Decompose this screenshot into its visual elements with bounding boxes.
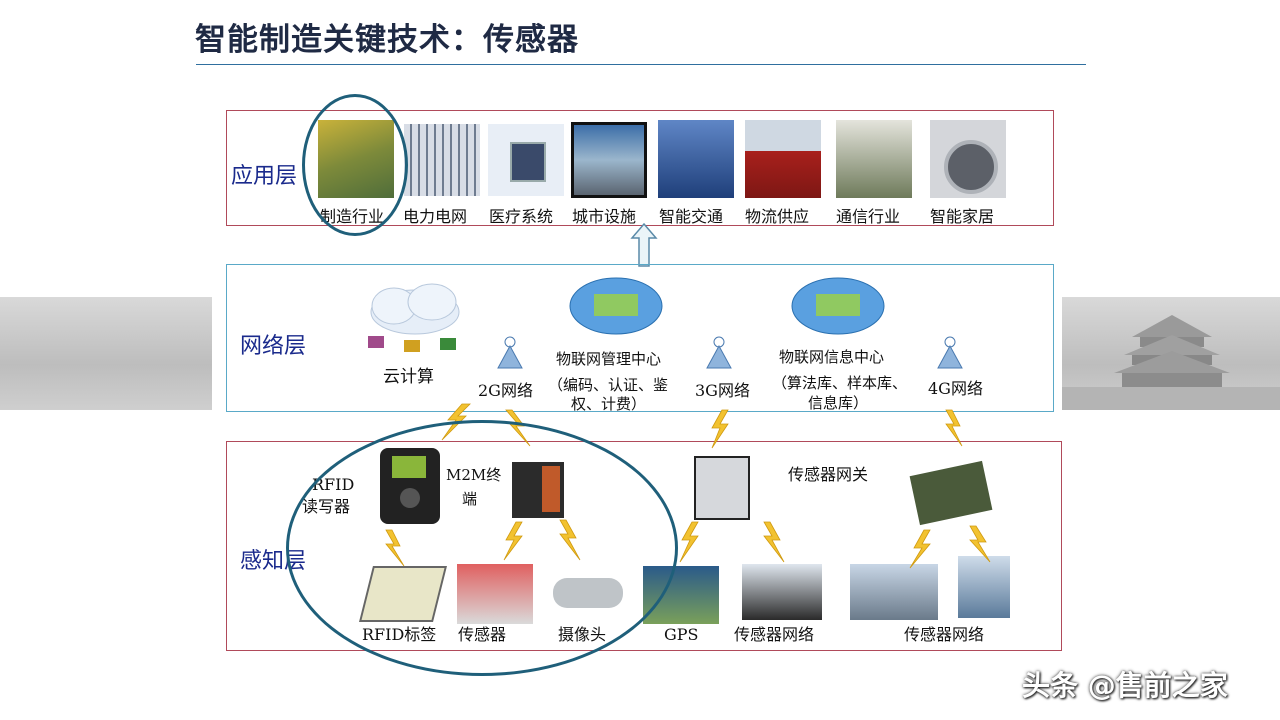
sensor-mesh-icon-1 (850, 564, 938, 620)
network-3g-label: 3G网络 (695, 381, 750, 400)
temple-of-heaven-icon (1062, 315, 1280, 410)
sensor-network-label-2: 传感器网络 (904, 625, 985, 644)
network-2g-label: 2G网络 (478, 381, 533, 400)
app-item-1: 电力电网 (403, 207, 468, 226)
iot-information-cloud-icon (791, 277, 885, 335)
sensing-highlight-ellipse (286, 420, 678, 676)
app-item-2: 医疗系统 (489, 207, 554, 226)
cell-tower-2g-icon (497, 336, 523, 369)
city-photo-band-left (0, 297, 212, 410)
cell-tower-3g-icon (706, 336, 732, 369)
sensor-network-label-1: 传感器网络 (734, 625, 815, 644)
app-item-5: 物流供应 (745, 207, 810, 226)
sensing-layer-box (226, 441, 1062, 651)
iot-management-detail-2: 权、计费） (571, 395, 647, 413)
vehicle-sensor-icon (742, 564, 822, 620)
washing-machine-photo (930, 120, 1006, 198)
app-item-6: 通信行业 (836, 207, 901, 226)
network-layer-box (226, 264, 1054, 412)
network-4g-label: 4G网络 (928, 379, 983, 398)
iot-management-cloud-icon (569, 277, 663, 335)
app-item-3: 城市设施 (572, 207, 637, 226)
sensor-mesh-icon-2 (958, 556, 1010, 618)
application-layer-label: 应用层 (231, 164, 298, 189)
title-underline (196, 64, 1086, 65)
iot-management-detail-1: （编码、认证、鉴 (548, 376, 669, 394)
gps-label: GPS (664, 625, 699, 644)
city-facility-photo (571, 122, 647, 198)
iot-information-center-label: 物联网信息中心 (779, 348, 885, 366)
page-title: 智能制造关键技术：传感器 (195, 22, 579, 58)
cell-tower-4g-icon (937, 336, 963, 369)
cloud-computing-icon (368, 283, 460, 352)
application-layer-box (226, 110, 1054, 226)
iot-information-detail-1: （算法库、样本库、 (772, 374, 908, 392)
iot-management-center-label: 物联网管理中心 (556, 350, 662, 368)
smart-traffic-photo (658, 120, 734, 198)
app-item-7: 智能家居 (930, 207, 995, 226)
gateway-device-icon (694, 456, 750, 520)
up-arrow-icon (630, 222, 658, 267)
manufacturing-highlight-ellipse (302, 94, 408, 236)
network-layer-label: 网络层 (240, 334, 307, 359)
iot-information-detail-2: 信息库） (808, 394, 869, 412)
logistics-truck-photo (745, 120, 821, 198)
temple-photo-band-right (1062, 297, 1280, 410)
communication-device-photo (836, 120, 912, 198)
power-grid-photo (404, 124, 480, 196)
app-item-4: 智能交通 (659, 207, 724, 226)
watermark-text: 头条 @售前之家 (1022, 669, 1228, 702)
cloud-computing-label: 云计算 (383, 367, 434, 387)
medical-system-photo (488, 124, 564, 196)
sensor-gateway-label: 传感器网关 (788, 465, 869, 484)
